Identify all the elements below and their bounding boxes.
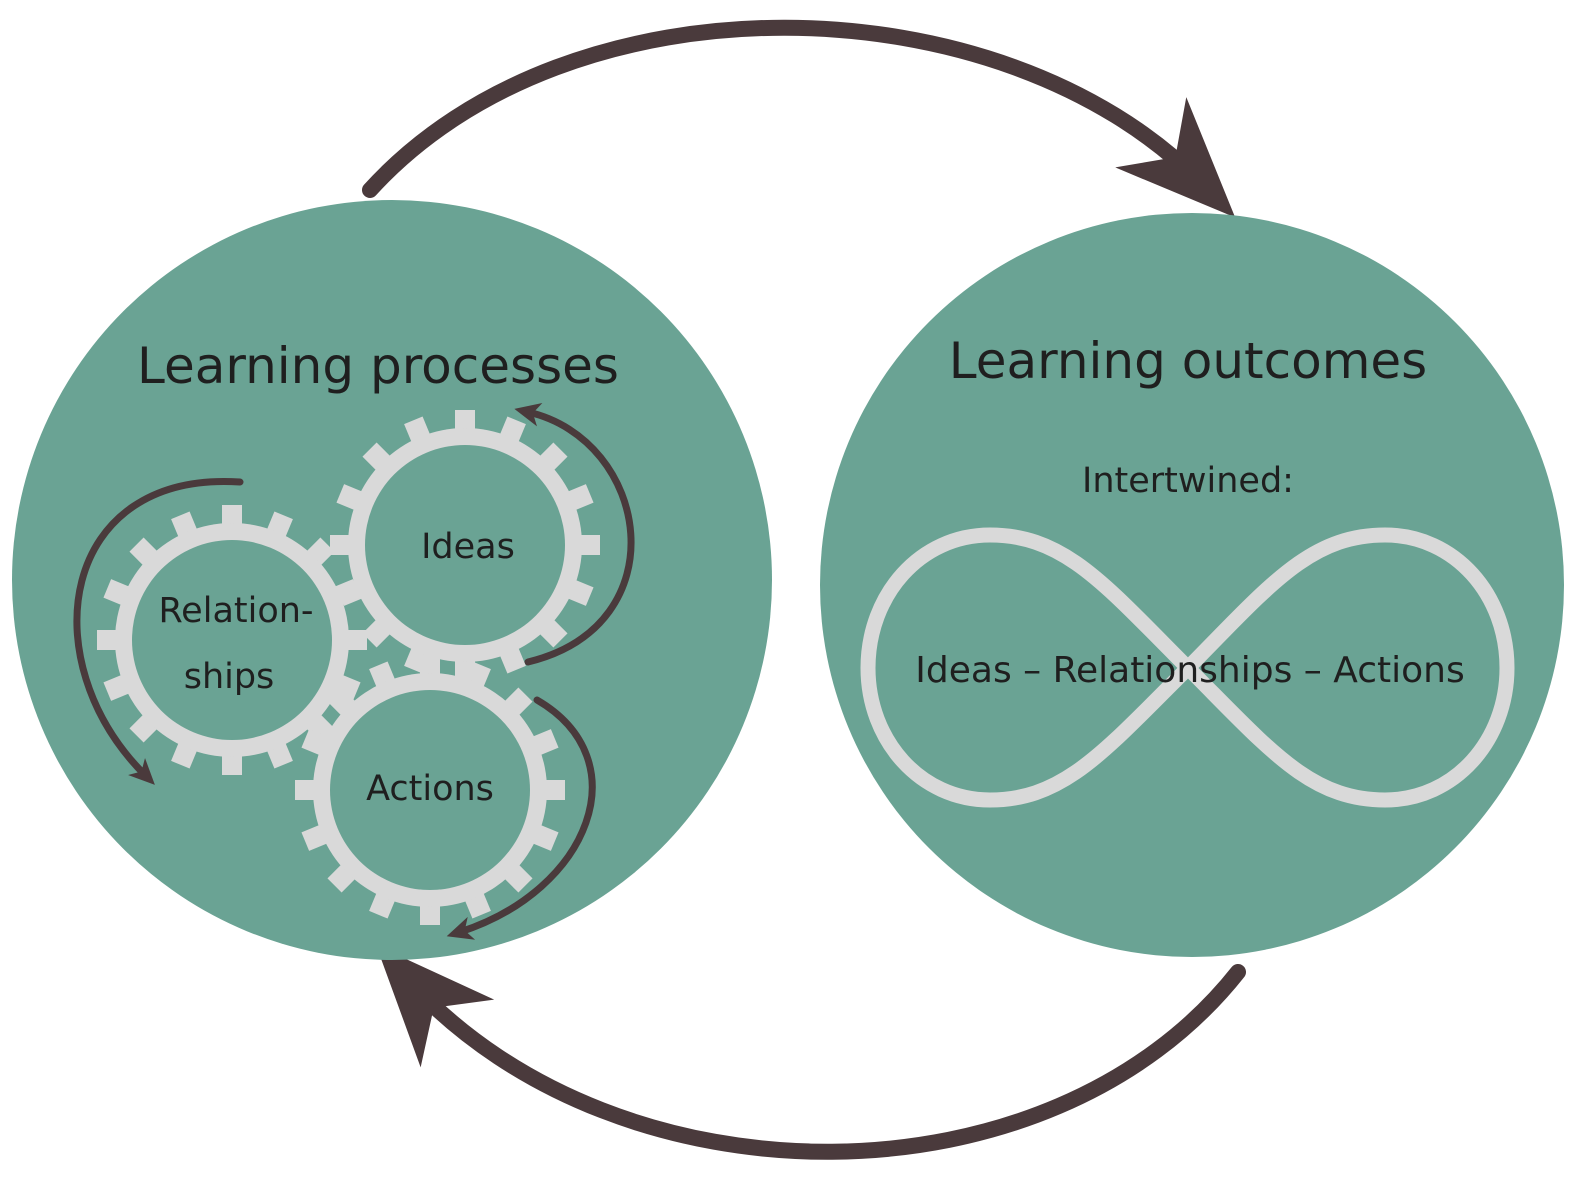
gear-icon xyxy=(97,505,367,775)
learning-outcomes-title: Learning outcomes xyxy=(949,332,1427,390)
bottom-cycle-arrow xyxy=(376,945,1246,1160)
infinity-label: Ideas – Relationships – Actions xyxy=(915,650,1464,691)
learning-outcomes-panel: Learning outcomes Intertwined: Ideas – R… xyxy=(820,213,1564,957)
infinity-icon xyxy=(860,527,1515,808)
learning-outcomes-circle xyxy=(820,213,1564,957)
rotation-arrow-top-right xyxy=(514,403,635,666)
gear-label-relationships-line2: ships xyxy=(184,657,275,697)
gear-icon xyxy=(330,410,600,680)
rotation-arrow-bottom-right xyxy=(446,696,596,940)
top-cycle-arrow xyxy=(362,19,1236,218)
gear-label-actions: Actions xyxy=(366,769,494,809)
gear-label-relationships-line1: Relation- xyxy=(158,591,313,631)
intertwined-subtitle: Intertwined: xyxy=(1082,461,1294,501)
learning-processes-panel: Learning processes Ideas Relation- ships… xyxy=(12,200,772,960)
gear-label-ideas: Ideas xyxy=(421,527,515,567)
learning-processes-title: Learning processes xyxy=(137,337,619,395)
gear-icon xyxy=(295,655,565,925)
rotation-arrow-left xyxy=(73,478,244,785)
